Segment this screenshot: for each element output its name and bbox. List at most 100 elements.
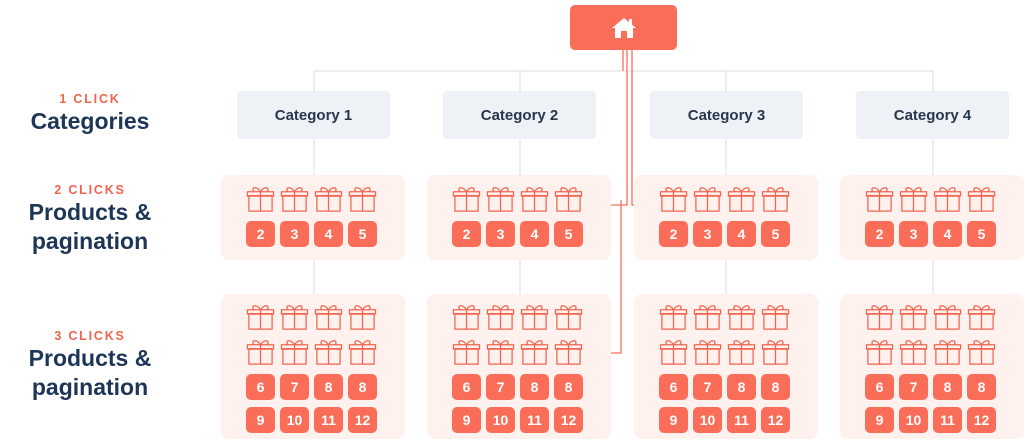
pagination-button[interactable]: 4	[520, 221, 549, 247]
gift-icon[interactable]	[486, 337, 515, 366]
gift-icon[interactable]	[761, 302, 790, 331]
gift-icon[interactable]	[348, 337, 377, 366]
pagination-button[interactable]: 2	[865, 221, 894, 247]
gift-icon[interactable]	[246, 302, 275, 331]
gift-icon[interactable]	[865, 337, 894, 366]
gift-icon[interactable]	[899, 184, 928, 213]
pagination-button[interactable]: 7	[280, 374, 309, 400]
pagination-button[interactable]: 3	[693, 221, 722, 247]
pagination-button[interactable]: 6	[246, 374, 275, 400]
pagination-button[interactable]: 2	[246, 221, 275, 247]
gift-icon[interactable]	[693, 184, 722, 213]
pagination-button[interactable]: 8	[967, 374, 996, 400]
gift-icon[interactable]	[933, 184, 962, 213]
gift-icon[interactable]	[967, 184, 996, 213]
gift-icon[interactable]	[865, 184, 894, 213]
gift-icon[interactable]	[554, 337, 583, 366]
pagination-button[interactable]: 5	[554, 221, 583, 247]
pagination-button[interactable]: 4	[727, 221, 756, 247]
gift-icon[interactable]	[899, 337, 928, 366]
gift-icon[interactable]	[727, 302, 756, 331]
gift-icon[interactable]	[967, 337, 996, 366]
pagination-button[interactable]: 3	[486, 221, 515, 247]
gift-icon[interactable]	[246, 337, 275, 366]
pagination-button[interactable]: 8	[761, 374, 790, 400]
pagination-button[interactable]: 12	[348, 407, 377, 433]
pagination-button[interactable]: 12	[761, 407, 790, 433]
gift-icon[interactable]	[348, 302, 377, 331]
gift-icon[interactable]	[554, 302, 583, 331]
gift-icon[interactable]	[727, 184, 756, 213]
pagination-button[interactable]: 4	[933, 221, 962, 247]
pagination-button[interactable]: 7	[486, 374, 515, 400]
gift-icon[interactable]	[520, 184, 549, 213]
pagination-button[interactable]: 7	[899, 374, 928, 400]
category-box[interactable]: Category 2	[443, 91, 596, 139]
pagination-button[interactable]: 9	[246, 407, 275, 433]
pagination-button[interactable]: 3	[280, 221, 309, 247]
pagination-button[interactable]: 8	[933, 374, 962, 400]
gift-icon[interactable]	[280, 337, 309, 366]
pagination-button[interactable]: 10	[486, 407, 515, 433]
pagination-button[interactable]: 10	[693, 407, 722, 433]
pagination-button[interactable]: 6	[452, 374, 481, 400]
pagination-button[interactable]: 4	[314, 221, 343, 247]
gift-icon[interactable]	[933, 337, 962, 366]
pagination-button[interactable]: 12	[967, 407, 996, 433]
pagination-button[interactable]: 10	[899, 407, 928, 433]
gift-icon[interactable]	[933, 302, 962, 331]
pagination-button[interactable]: 10	[280, 407, 309, 433]
gift-icon[interactable]	[865, 302, 894, 331]
pagination-button[interactable]: 12	[554, 407, 583, 433]
gift-icon[interactable]	[761, 337, 790, 366]
gift-icon[interactable]	[967, 302, 996, 331]
gift-icon[interactable]	[348, 184, 377, 213]
gift-icon[interactable]	[693, 302, 722, 331]
gift-icon[interactable]	[693, 337, 722, 366]
pagination-button[interactable]: 11	[727, 407, 756, 433]
pagination-button[interactable]: 8	[554, 374, 583, 400]
pagination-button[interactable]: 8	[727, 374, 756, 400]
pagination-button[interactable]: 5	[761, 221, 790, 247]
gift-icon[interactable]	[520, 302, 549, 331]
category-box[interactable]: Category 1	[237, 91, 390, 139]
pagination-button[interactable]: 11	[520, 407, 549, 433]
gift-icon[interactable]	[727, 337, 756, 366]
pagination-button[interactable]: 5	[967, 221, 996, 247]
pagination-button[interactable]: 9	[452, 407, 481, 433]
pagination-button[interactable]: 2	[659, 221, 688, 247]
gift-icon[interactable]	[659, 184, 688, 213]
pagination-button[interactable]: 9	[865, 407, 894, 433]
gift-icon[interactable]	[899, 302, 928, 331]
pagination-button[interactable]: 3	[899, 221, 928, 247]
gift-icon[interactable]	[452, 302, 481, 331]
pagination-button[interactable]: 8	[348, 374, 377, 400]
pagination-button[interactable]: 2	[452, 221, 481, 247]
gift-icon[interactable]	[520, 337, 549, 366]
gift-icon[interactable]	[659, 337, 688, 366]
pagination-button[interactable]: 7	[693, 374, 722, 400]
gift-icon[interactable]	[314, 184, 343, 213]
gift-icon[interactable]	[314, 302, 343, 331]
pagination-button[interactable]: 9	[659, 407, 688, 433]
gift-icon[interactable]	[246, 184, 275, 213]
pagination-button[interactable]: 11	[933, 407, 962, 433]
gift-icon[interactable]	[452, 337, 481, 366]
gift-icon[interactable]	[486, 184, 515, 213]
gift-icon[interactable]	[659, 302, 688, 331]
gift-icon[interactable]	[314, 337, 343, 366]
gift-icon[interactable]	[486, 302, 515, 331]
gift-icon[interactable]	[554, 184, 583, 213]
category-box[interactable]: Category 3	[650, 91, 803, 139]
pagination-button[interactable]: 11	[314, 407, 343, 433]
gift-icon[interactable]	[280, 184, 309, 213]
category-box[interactable]: Category 4	[856, 91, 1009, 139]
pagination-button[interactable]: 8	[520, 374, 549, 400]
gift-icon[interactable]	[280, 302, 309, 331]
pagination-button[interactable]: 8	[314, 374, 343, 400]
pagination-button[interactable]: 6	[865, 374, 894, 400]
gift-icon[interactable]	[761, 184, 790, 213]
pagination-button[interactable]: 6	[659, 374, 688, 400]
gift-icon[interactable]	[452, 184, 481, 213]
pagination-button[interactable]: 5	[348, 221, 377, 247]
